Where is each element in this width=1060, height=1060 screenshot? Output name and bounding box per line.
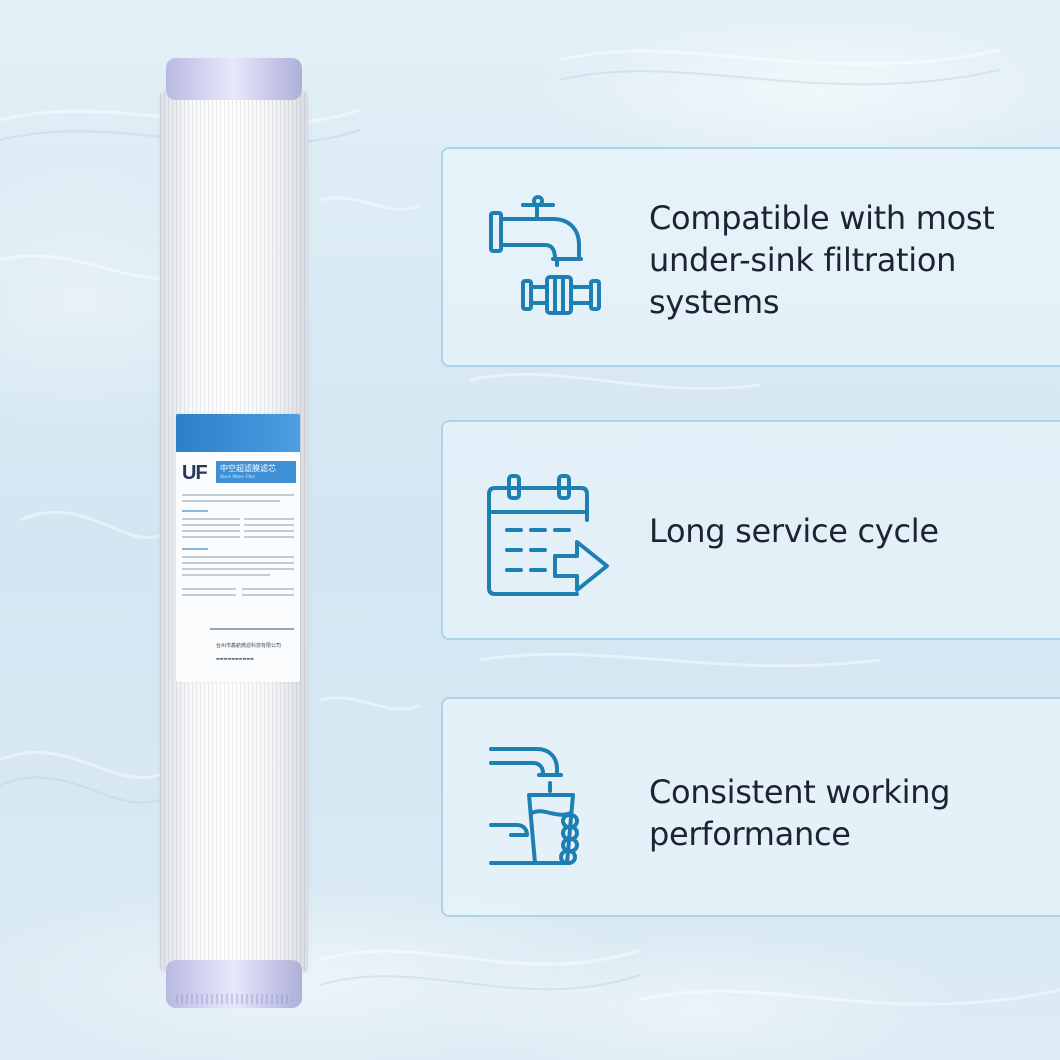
hand-holding-glass-icon (489, 747, 579, 865)
feature-text-performance: Consistent working performance (649, 773, 951, 853)
label-tag-subtitle: Stack Water Filter (220, 474, 256, 479)
label-product-tag: 中空超滤膜滤芯 Stack Water Filter (216, 461, 296, 483)
feature-text-compatibility: Compatible with most under-sink filtrati… (649, 199, 995, 321)
feature-text-service-cycle: Long service cycle (649, 512, 939, 550)
feature-card-service-cycle: Long service cycle (441, 420, 1060, 640)
label-company: 台州市鑫航微滤科技有限公司 (216, 643, 282, 649)
label-product-code: UF (182, 462, 208, 484)
calendar-arrow-icon (487, 474, 609, 596)
top-end-cap (166, 58, 302, 100)
label-tag-title: 中空超滤膜滤芯 (220, 464, 276, 473)
bottom-end-cap (166, 960, 302, 1008)
feature-card-compatibility: Compatible with most under-sink filtrati… (441, 147, 1060, 367)
product-label: UF 中空超滤膜滤芯 Stack Water Filter (176, 414, 300, 682)
label-model-line: ▬▬▬▬▬▬▬▬▬▬ (216, 656, 254, 661)
uf-filter-cartridge: UF 中空超滤膜滤芯 Stack Water Filter (160, 58, 308, 1008)
feature-card-performance: Consistent working performance (441, 697, 1060, 917)
faucet-pipe-icon (489, 195, 601, 315)
label-blue-band (176, 414, 300, 452)
